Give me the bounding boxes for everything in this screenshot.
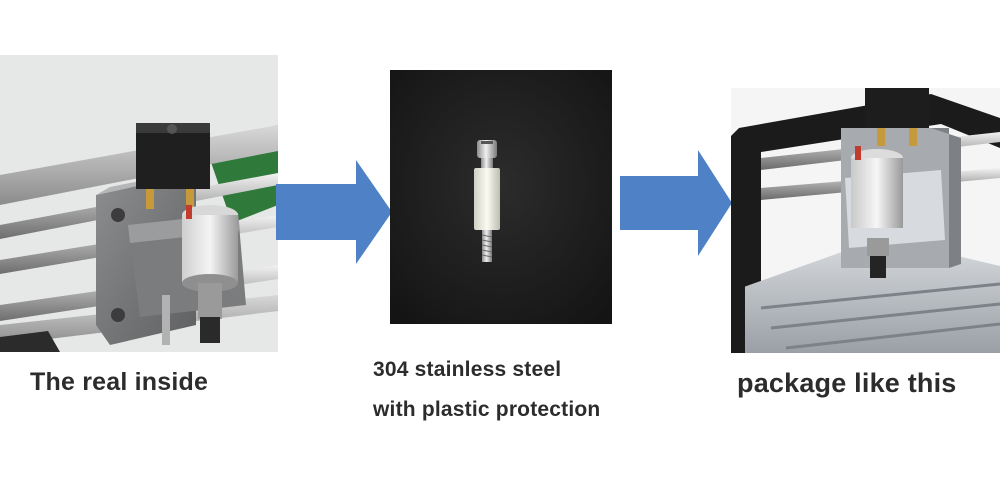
right-arrow-icon <box>276 160 392 264</box>
photo-real-inside <box>0 55 278 352</box>
stainless-screw-illustration <box>390 70 612 324</box>
caption-material-line2: with plastic protection <box>373 398 601 421</box>
right-arrow-icon <box>620 150 732 256</box>
cnc-inside-illustration <box>0 55 278 352</box>
caption-package: package like this <box>737 368 957 398</box>
photo-package <box>731 88 1000 353</box>
photo-screw <box>390 70 612 324</box>
caption-material-line1: 304 stainless steel <box>373 358 562 381</box>
cnc-machine-illustration <box>731 88 1000 353</box>
caption-real-inside: The real inside <box>30 368 209 396</box>
